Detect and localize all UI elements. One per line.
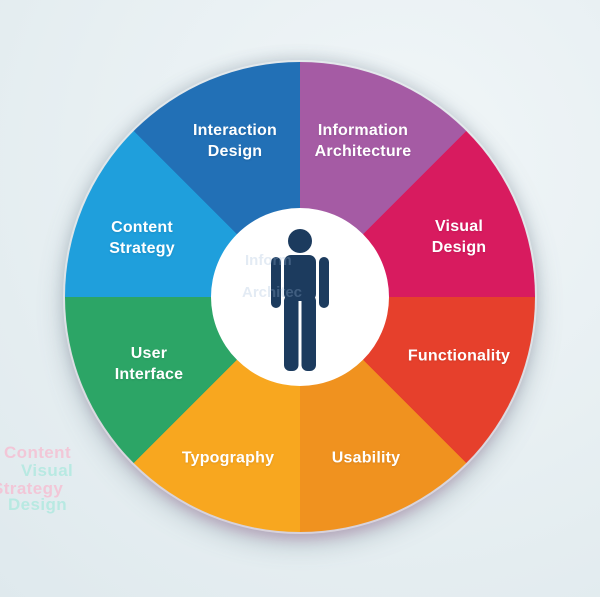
ghost-text: Design: [8, 495, 68, 514]
label-line: Functionality: [407, 347, 511, 365]
label-line: Interface: [114, 366, 184, 383]
label-line: Visual: [434, 217, 484, 235]
segment-label-interaction-design: Interaction Design: [193, 120, 277, 162]
label-line: Design: [207, 143, 263, 160]
label-line: Architecture: [314, 143, 412, 160]
label-line: Usability: [331, 449, 401, 467]
segment-label-functionality: Functionality: [408, 345, 510, 366]
segment-label-typography: Typography: [182, 447, 274, 468]
person-icon: [271, 229, 329, 371]
segment-label-user-interface: User Interface: [115, 343, 184, 385]
ghost-text: Strategy: [0, 479, 64, 498]
center-hub: Inform Architec: [211, 208, 389, 386]
segment-label-visual-design: Visual Design: [432, 216, 487, 258]
label-line: User: [130, 344, 168, 362]
label-line: Design: [431, 239, 487, 256]
ghost-text: Visual: [21, 461, 74, 480]
label-line: Strategy: [109, 240, 175, 257]
segment-label-content-strategy: Content Strategy: [109, 217, 175, 259]
label-line: Typography: [181, 449, 275, 467]
label-line: Interaction: [193, 121, 277, 139]
segment-label-information-architecture: Information Architecture: [315, 120, 412, 162]
label-line: Content: [111, 218, 173, 236]
pie-wheel: Inform Architec: [65, 62, 535, 532]
segment-label-usability: Usability: [332, 447, 401, 468]
ghost-text: Content: [4, 443, 72, 462]
label-line: Information: [317, 121, 409, 139]
